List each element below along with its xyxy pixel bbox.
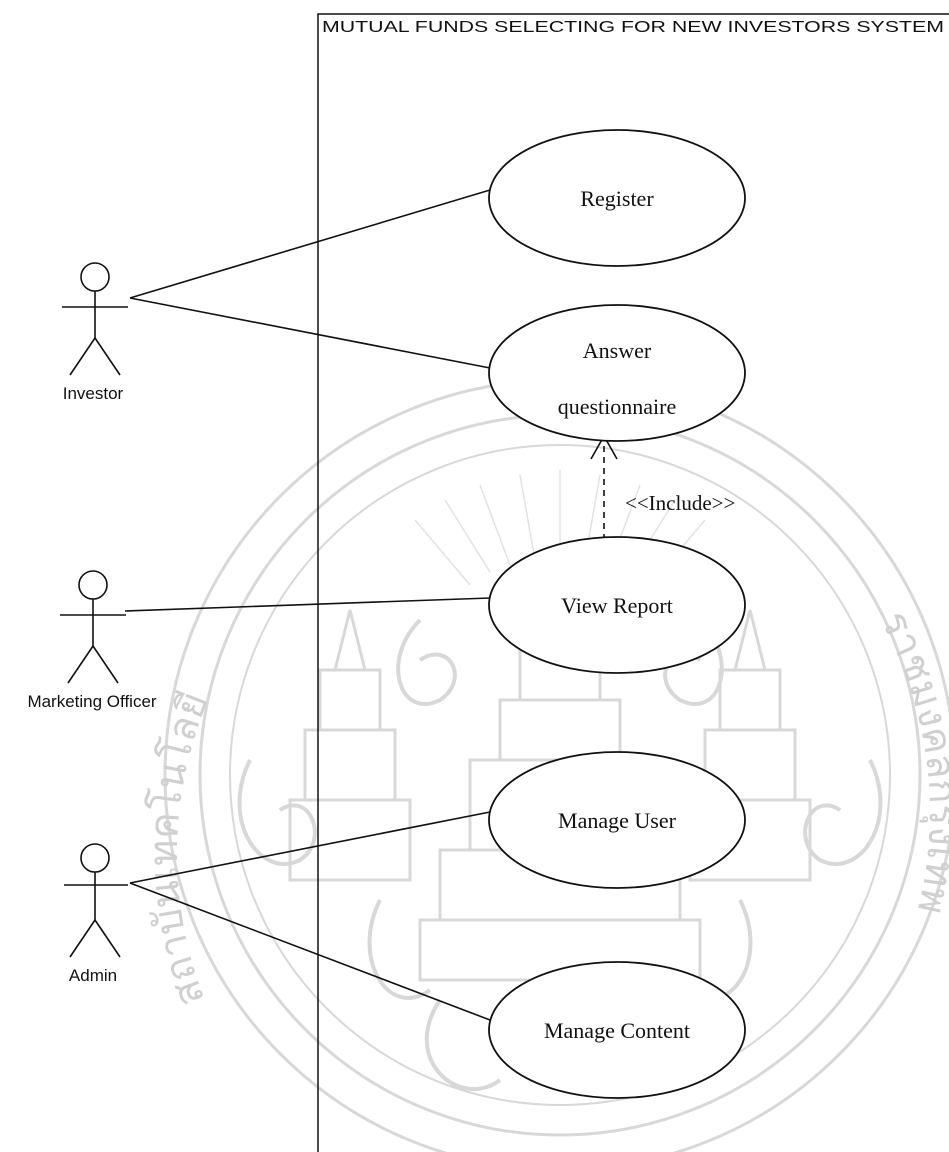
use-case-answer-label-line1: Answer xyxy=(583,338,652,363)
include-dependency xyxy=(590,434,618,540)
marketing-officer-right-leg xyxy=(92,645,119,684)
investor-left-leg xyxy=(69,337,96,376)
admin-right-leg xyxy=(94,919,121,958)
watermark-text-left: สถาบันเทคโนโลยี xyxy=(141,686,217,1013)
watermark-text-right: ราชมงคลกรุงเทพ xyxy=(872,603,949,918)
use-case-register[interactable]: Register xyxy=(488,129,746,267)
assoc-admin-manage-user xyxy=(129,811,491,884)
use-case-view-report[interactable]: View Report xyxy=(488,536,746,674)
use-case-manage-content-ellipse[interactable] xyxy=(488,961,746,1099)
admin-left-leg xyxy=(69,919,96,958)
investor-head-icon xyxy=(80,262,110,292)
assoc-investor-answer xyxy=(129,297,491,369)
assoc-marketing-view-report xyxy=(124,597,491,612)
actor-marketing-officer-label: Marketing Officer xyxy=(27,692,156,711)
assoc-investor-register xyxy=(129,189,491,299)
actor-investor[interactable] xyxy=(62,262,128,376)
investor-right-leg xyxy=(94,337,121,376)
use-case-answer-questionnaire[interactable]: Answer questionnaire xyxy=(488,304,746,442)
actor-marketing-officer[interactable] xyxy=(60,570,126,684)
use-case-register-ellipse[interactable] xyxy=(488,129,746,267)
use-case-manage-user[interactable]: Manage User xyxy=(488,751,746,889)
use-case-answer-label-line2: questionnaire xyxy=(558,394,677,419)
actor-admin-label: Admin xyxy=(69,966,117,985)
assoc-admin-manage-content xyxy=(129,882,491,1021)
use-case-manage-content-label: Manage Content xyxy=(544,1018,690,1043)
use-case-register-label: Register xyxy=(580,186,654,211)
include-label: <<Include>> xyxy=(625,491,735,515)
use-case-manage-user-ellipse[interactable] xyxy=(488,751,746,889)
system-title: MUTUAL FUNDS SELECTING FOR NEW INVESTORS… xyxy=(322,19,944,36)
marketing-officer-left-leg xyxy=(67,645,94,684)
system-boundary xyxy=(317,13,949,1152)
actor-investor-label: Investor xyxy=(63,384,124,403)
use-case-view-report-label: View Report xyxy=(561,593,673,618)
associations xyxy=(124,189,491,1021)
marketing-officer-head-icon xyxy=(78,570,108,600)
use-case-view-report-ellipse[interactable] xyxy=(488,536,746,674)
use-case-answer-ellipse[interactable] xyxy=(488,304,746,442)
actor-admin[interactable] xyxy=(64,843,128,958)
use-case-manage-user-label: Manage User xyxy=(558,808,677,833)
use-case-manage-content[interactable]: Manage Content xyxy=(488,961,746,1099)
admin-head-icon xyxy=(80,843,110,873)
